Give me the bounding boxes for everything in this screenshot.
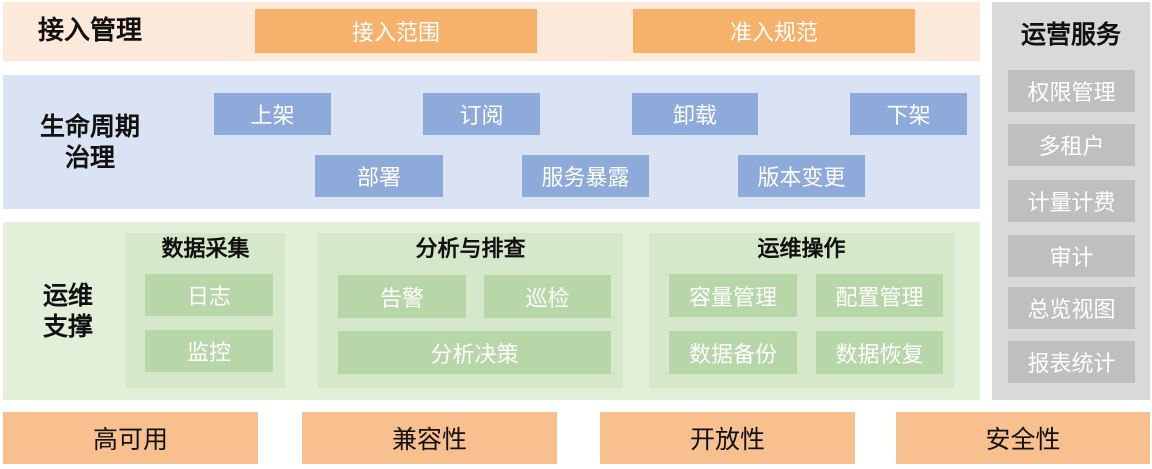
alert-box: 告警 <box>338 275 466 318</box>
compatibility-box: 兼容性 <box>302 412 557 464</box>
ops-title-line1: 运维 <box>42 280 93 310</box>
multi-tenant-box: 多租户 <box>1008 124 1135 166</box>
lifecycle-service-exposure-box: 服务暴露 <box>522 155 649 197</box>
capacity-management-box: 容量管理 <box>669 274 797 317</box>
metering-billing-box: 计量计费 <box>1008 180 1135 222</box>
data-restore-box: 数据恢复 <box>816 331 943 374</box>
ops-operation-title: 运维操作 <box>757 237 846 263</box>
lifecycle-title-line1: 生命周期 <box>39 111 140 141</box>
lifecycle-governance-title: 生命周期 治理 <box>10 75 170 209</box>
lifecycle-version-change-box: 版本变更 <box>738 155 865 197</box>
analysis-decision-box: 分析决策 <box>338 331 611 374</box>
lifecycle-unshelve-box: 下架 <box>850 93 967 135</box>
lifecycle-uninstall-box: 卸载 <box>632 93 758 135</box>
analysis-troubleshoot-title: 分析与排查 <box>415 237 526 263</box>
lifecycle-deploy-box: 部署 <box>315 155 443 197</box>
access-scope-box: 接入范围 <box>255 9 537 53</box>
lifecycle-subscribe-box: 订阅 <box>423 93 540 135</box>
overview-box: 总览视图 <box>1008 287 1135 329</box>
openness-box: 开放性 <box>600 412 855 464</box>
audit-box: 审计 <box>1008 235 1135 277</box>
data-collection-title: 数据采集 <box>161 237 250 263</box>
high-availability-box: 高可用 <box>3 412 258 464</box>
ops-support-title: 运维 支撑 <box>3 222 133 400</box>
log-box: 日志 <box>145 274 273 316</box>
report-statistics-box: 报表统计 <box>1008 341 1135 383</box>
ops-title-line2: 支撑 <box>42 312 93 341</box>
lifecycle-title-line2: 治理 <box>64 143 115 172</box>
monitor-box: 监控 <box>145 330 273 372</box>
permission-management-box: 权限管理 <box>1008 70 1135 112</box>
config-management-box: 配置管理 <box>816 274 943 317</box>
inspection-box: 巡检 <box>484 275 611 318</box>
lifecycle-shelve-box: 上架 <box>214 93 331 135</box>
operation-service-title: 运营服务 <box>1020 20 1121 50</box>
access-management-title: 接入管理 <box>37 16 142 47</box>
security-box: 安全性 <box>896 412 1150 464</box>
data-backup-box: 数据备份 <box>669 331 797 374</box>
access-spec-box: 准入规范 <box>633 9 915 53</box>
